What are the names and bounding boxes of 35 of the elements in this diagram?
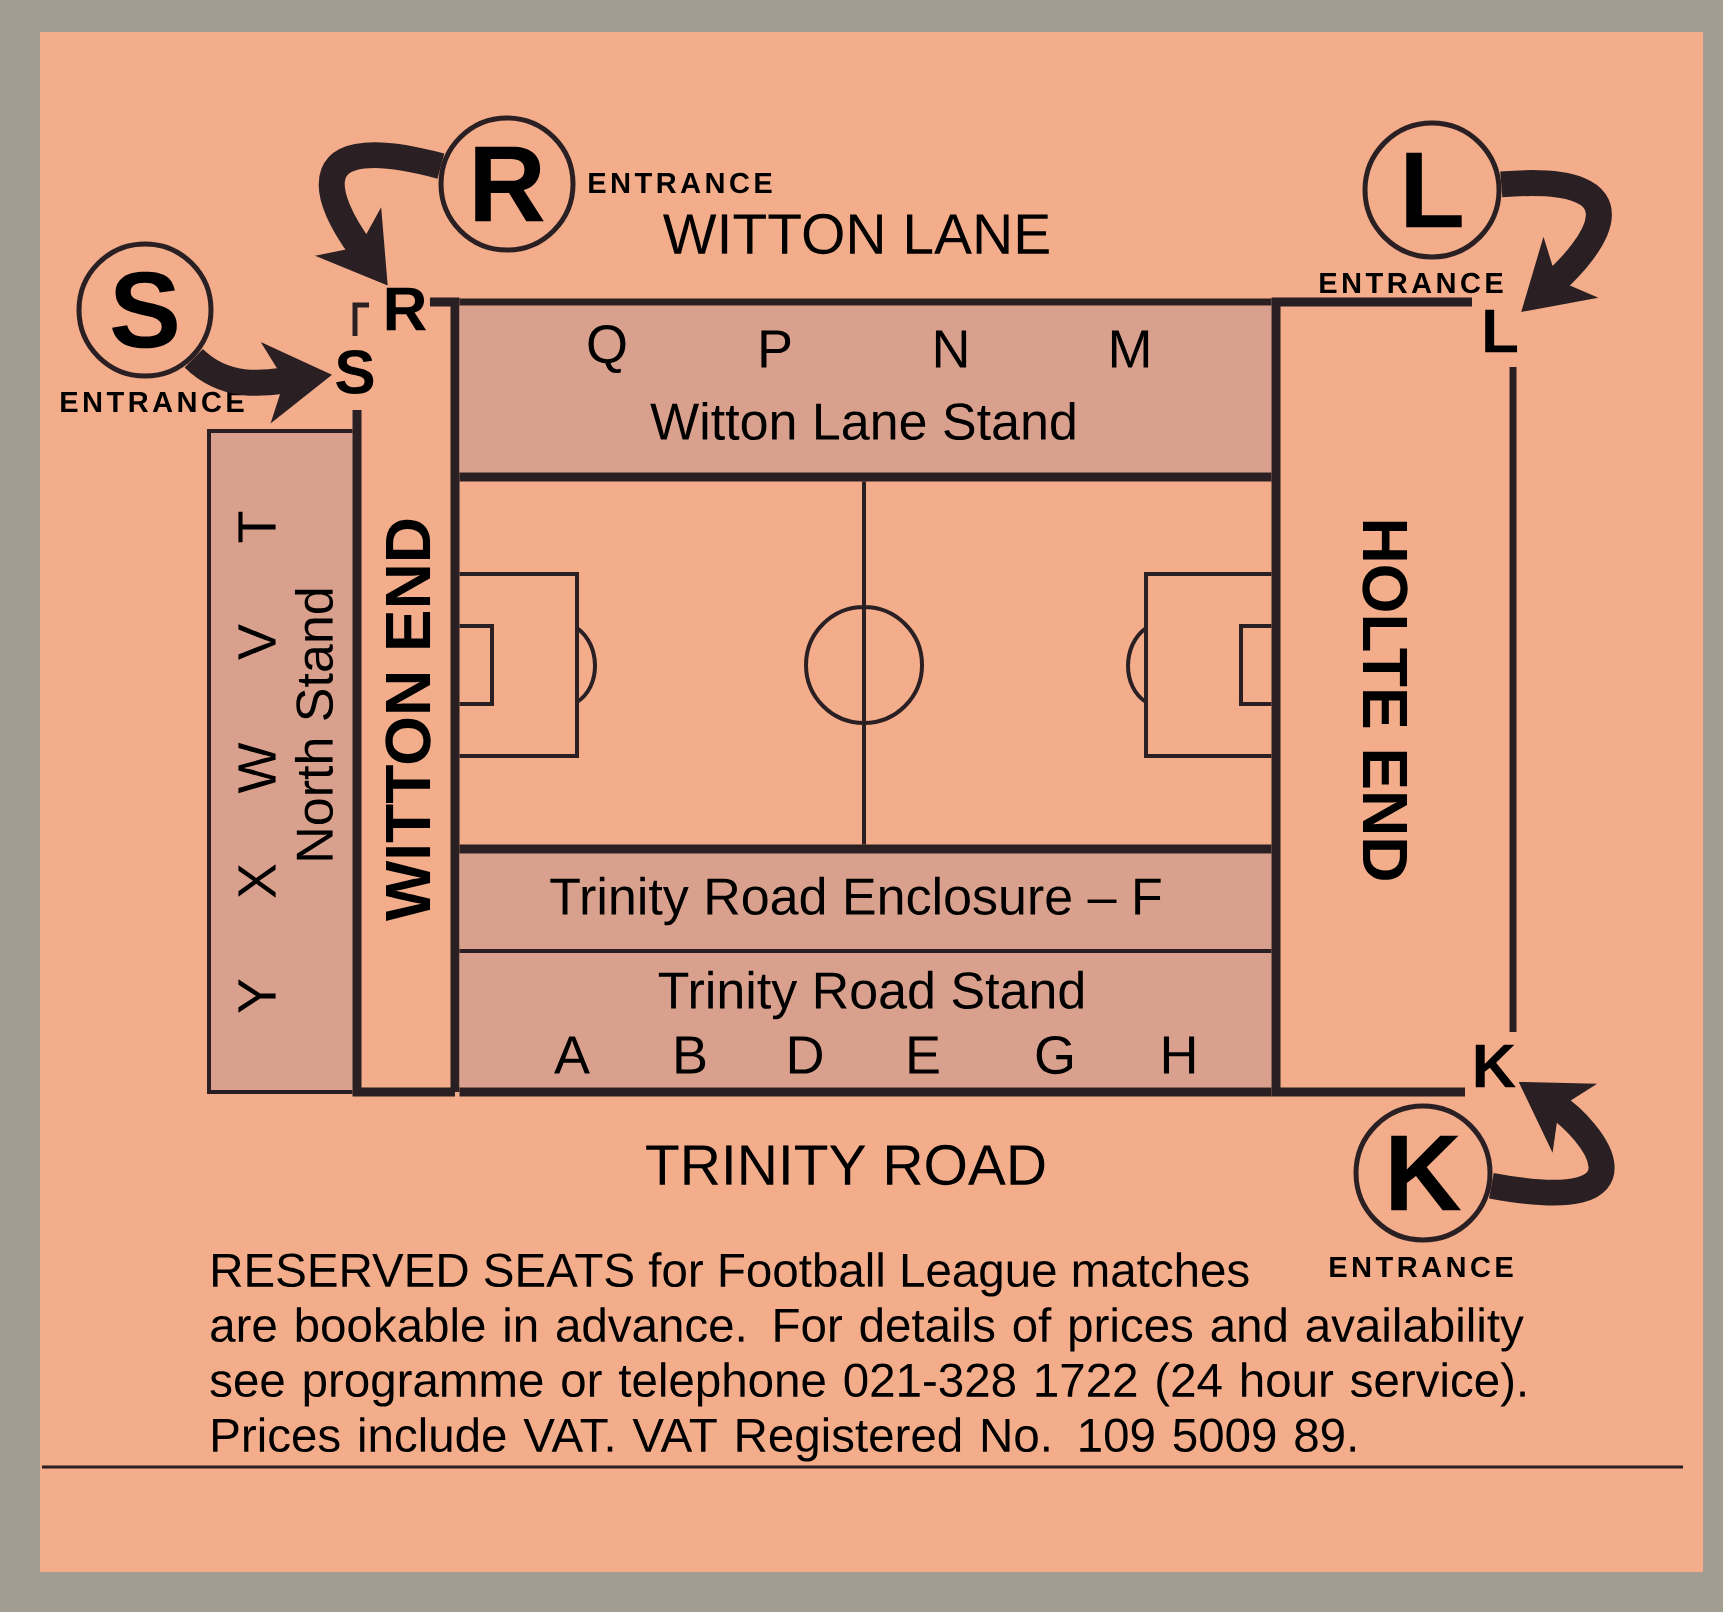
stand-name: North Stand (294, 589, 334, 860)
end-terrace (1271, 297, 1517, 1097)
stand-name: Witton Lane Stand (650, 401, 1075, 441)
seating-stand (459, 949, 1272, 1097)
block-letter: X (238, 864, 276, 898)
block-letter: W (238, 742, 276, 794)
block-letter: Q (588, 325, 626, 373)
entrance-label: ENTRANCE (589, 172, 772, 194)
notice-text: are bookable in advance. For details of prices and availability see programme or telephone 021-328 1722 (24 hour service). Prices include VAT. VAT Registered No. 109 5009 89. (210, 1307, 1525, 1462)
block-letter: M (1111, 330, 1149, 368)
seating-stand (459, 844, 1272, 949)
terrace-name: WITTON END (385, 519, 431, 921)
block-letter: G (1036, 1035, 1072, 1075)
street-name: WITTON LANE (663, 213, 1049, 255)
block-letter: B (676, 1036, 706, 1074)
entrance-label: ENTRANCE (1320, 272, 1503, 294)
gate-letter: R (386, 287, 427, 331)
block-letter: N (935, 330, 967, 368)
gate-letter: S (336, 350, 374, 394)
stand-name: Trinity Road Enclosure – F (550, 876, 1161, 926)
seating-stand (207, 429, 353, 1094)
entrance-label: ENTRANCE (1330, 1256, 1513, 1278)
block-letter: E (909, 1036, 939, 1074)
block-letter: H (1163, 1036, 1195, 1074)
block-letter: Y (238, 979, 276, 1013)
block-letter: A (554, 1036, 590, 1074)
entrance-label: ENTRANCE (61, 391, 244, 413)
block-letter: P (761, 330, 791, 368)
street-name: TRINITY ROAD (646, 1144, 1045, 1186)
stand-name: Trinity Road Stand (658, 970, 1083, 1020)
notice-text: RESERVED SEATS for Football League matches (213, 1252, 1249, 1297)
terrace-name: HOLTE END (1362, 521, 1408, 880)
block-letter: T (238, 511, 276, 543)
block-letter: D (789, 1036, 822, 1074)
block-letter: V (238, 624, 276, 660)
